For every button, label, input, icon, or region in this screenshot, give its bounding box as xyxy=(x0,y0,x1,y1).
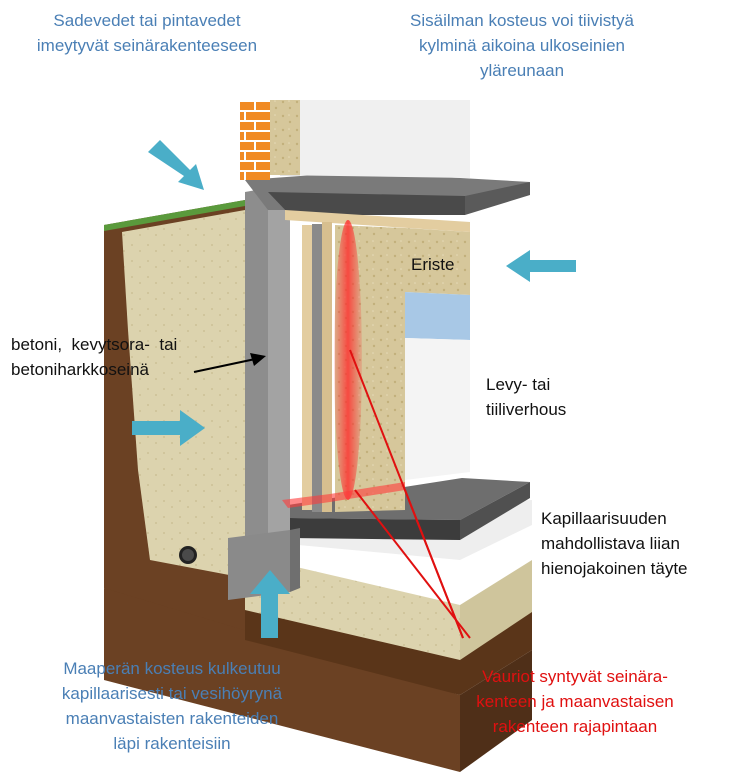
label-ground-line-2: kapillaarisesti tai vesihöyrynä xyxy=(61,684,283,703)
label-fill-line-2: mahdollistava liian xyxy=(541,534,680,553)
upper-wall xyxy=(270,100,470,178)
insulation-upper xyxy=(405,228,470,295)
label-ground-line-4: läpi rakenteisiin xyxy=(113,734,231,753)
label-fill-line-1: Kapillaarisuuden xyxy=(541,509,667,528)
damage-zone-horizontal xyxy=(282,482,405,508)
top-beam-side xyxy=(465,182,530,215)
label-wall-line-2: betoniharkkoseinä xyxy=(11,360,149,379)
drain-pipe-inner xyxy=(182,549,194,561)
timber-top xyxy=(285,210,470,232)
floor-slab-side xyxy=(460,482,530,540)
footing-side xyxy=(290,528,300,592)
stud-1 xyxy=(302,225,312,510)
label-indoor-line-3: yläreunaan xyxy=(479,61,565,80)
arrow-ground-up-icon xyxy=(250,570,290,638)
label-damage-line-2: kenteen ja maanvastaisen xyxy=(476,692,674,711)
label-rain: Sadevedet tai pintavedet imeytyvät seinä… xyxy=(2,8,292,58)
arrow-indoor-icon xyxy=(506,250,576,282)
label-ground-line-3: maanvastaisten rakenteiden xyxy=(65,709,279,728)
damage-leader-lines xyxy=(349,349,471,639)
label-insulation: Eriste xyxy=(411,255,455,274)
grass-strip xyxy=(104,200,245,231)
cladding-panel xyxy=(405,338,470,480)
label-cladding-line-2: tiiliverhous xyxy=(486,400,567,419)
label-indoor-line-1: Sisäilman kosteus voi tiivistyä xyxy=(410,11,634,30)
label-damage: Vauriot syntyvät seinära- kenteen ja maa… xyxy=(420,664,730,739)
label-rain-line-1: Sadevedet tai pintavedet xyxy=(53,11,241,30)
backfill-wedge xyxy=(122,210,245,578)
label-wall-type: betoni, kevytsora- tai betoniharkkoseinä xyxy=(11,332,177,382)
board-blue xyxy=(405,292,470,340)
damage-zone-vertical xyxy=(334,220,362,500)
label-damage-line-1: Vauriot syntyvät seinära- xyxy=(482,667,668,686)
label-ground-line-1: Maaperän kosteus kulkeutuu xyxy=(63,659,281,678)
soil-bottom-front xyxy=(104,588,460,772)
brick-cladding xyxy=(240,100,270,180)
floor-slab-front xyxy=(290,518,460,540)
soil-bottom-side xyxy=(460,650,532,772)
capillary-fill-side xyxy=(460,560,532,660)
stud-gap xyxy=(312,224,322,512)
label-wall-line-1: betoni, kevytsora- tai xyxy=(11,335,178,354)
label-fill: Kapillaarisuuden mahdollistava liian hie… xyxy=(541,506,688,581)
arrow-soil-icon xyxy=(132,410,205,446)
label-cladding: Levy- tai tiiliverhous xyxy=(486,372,566,422)
insulation-top xyxy=(270,100,300,175)
pointer-arrow-icon xyxy=(193,353,266,373)
stud-2 xyxy=(322,222,332,512)
top-beam-front xyxy=(268,192,465,215)
label-cladding-line-1: Levy- tai xyxy=(486,375,551,394)
arrow-rain-icon xyxy=(148,140,204,190)
label-indoor-line-2: kylminä aikoina ulkoseinien xyxy=(418,36,625,55)
label-indoor-moisture: Sisäilman kosteus voi tiivistyä kylminä … xyxy=(362,8,682,83)
foundation-wall-front xyxy=(245,188,268,562)
label-rain-line-2: imeytyvät seinärakenteeseen xyxy=(36,36,258,55)
foundation-wall-face xyxy=(268,185,290,558)
label-ground-moisture: Maaperän kosteus kulkeutuu kapillaarises… xyxy=(22,656,322,756)
label-damage-line-3: rakenteen rajapintaan xyxy=(492,717,658,736)
label-fill-line-3: hienojakoinen täyte xyxy=(541,559,688,578)
